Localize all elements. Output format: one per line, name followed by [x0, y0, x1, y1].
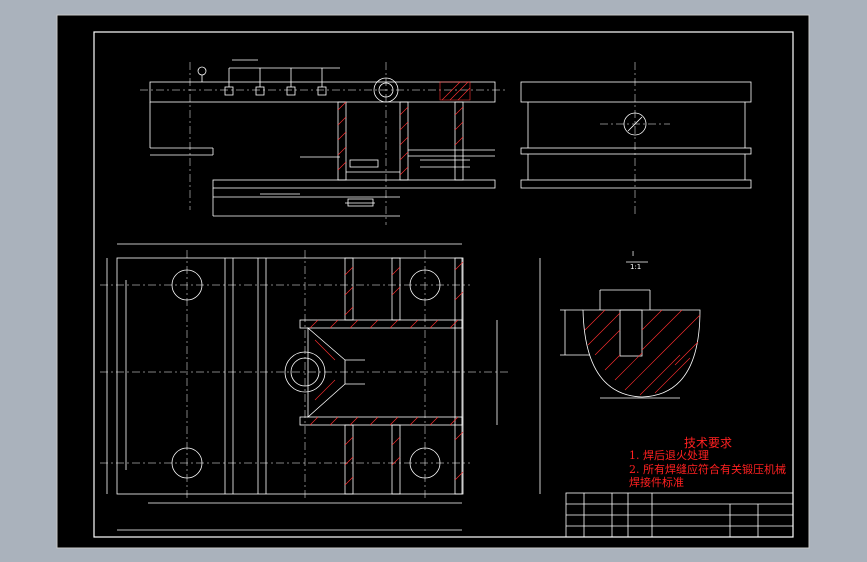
detail-scale: 1:1: [630, 263, 642, 271]
detail-view: [560, 289, 701, 399]
front-view: [149, 59, 496, 217]
plan-view-centerlines: [100, 250, 510, 500]
tech-note-3: 焊接件标准: [629, 476, 684, 489]
title-block: [565, 492, 794, 538]
side-view-centerlines: [600, 62, 670, 215]
drawing-border: [93, 31, 794, 538]
detail-label: I: [632, 250, 635, 258]
tech-note-2: 2. 所有焊缝应符合有关锻压机械: [629, 463, 786, 476]
drawing-sheet: [56, 14, 810, 549]
front-view-centerlines: [140, 62, 505, 225]
plan-view-hatch: [309, 261, 464, 486]
tech-requirements-title: 技术要求: [684, 436, 733, 450]
tech-note-1: 1. 焊后退火处理: [629, 449, 709, 462]
detail-view-hatch: [584, 309, 701, 396]
front-view-hatch: [337, 81, 471, 176]
